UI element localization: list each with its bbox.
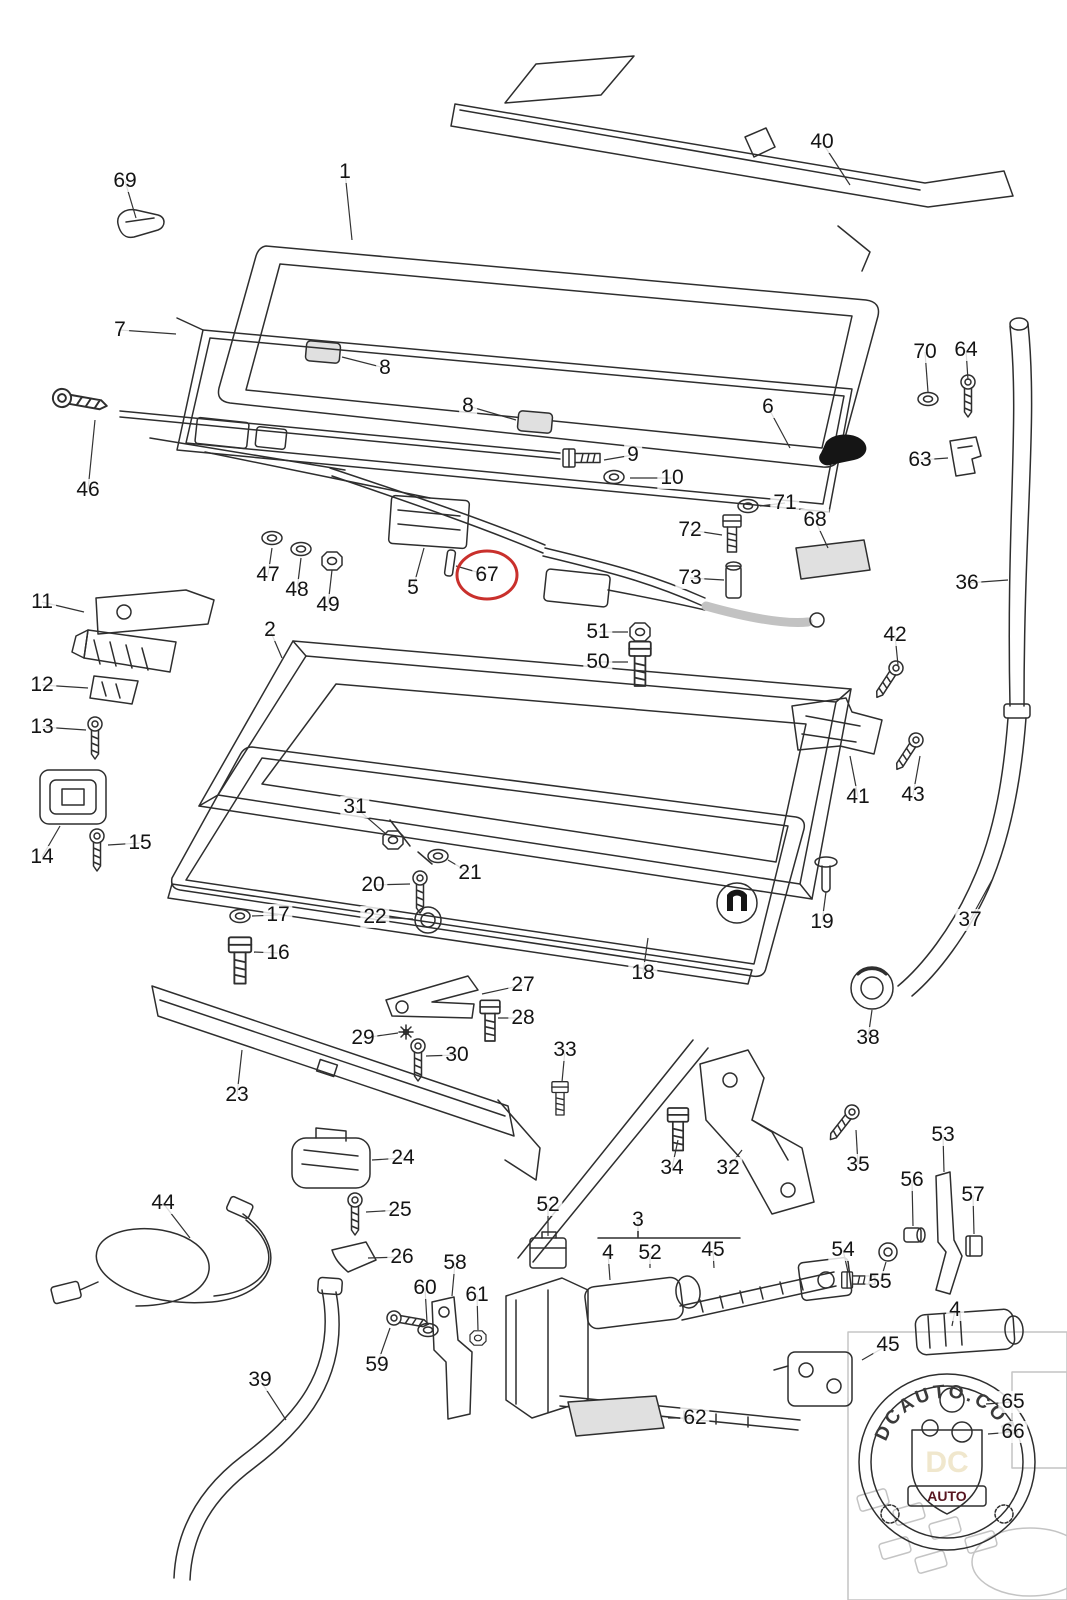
watermark-photo bbox=[847, 1331, 1067, 1600]
part-callout-43: 43 bbox=[898, 783, 928, 807]
part-callout-21: 21 bbox=[455, 861, 485, 885]
part-callout-15: 15 bbox=[125, 831, 155, 855]
part-callout-35: 35 bbox=[843, 1153, 873, 1177]
part-callout-44: 44 bbox=[148, 1191, 178, 1215]
part-callout-17: 17 bbox=[263, 903, 293, 927]
part-callout-24: 24 bbox=[388, 1146, 418, 1170]
part-callout-12: 12 bbox=[27, 673, 57, 697]
part-callout-63: 63 bbox=[905, 448, 935, 472]
part-callout-40: 40 bbox=[807, 130, 837, 154]
part-callout-27: 27 bbox=[508, 973, 538, 997]
part-callout-41: 41 bbox=[843, 785, 873, 809]
part-callout-9: 9 bbox=[624, 443, 642, 467]
part-callout-68: 68 bbox=[800, 508, 830, 532]
part-callout-33: 33 bbox=[550, 1038, 580, 1062]
highlight-circle-67 bbox=[455, 549, 519, 601]
part-callout-28: 28 bbox=[508, 1006, 538, 1030]
part-callout-71: 71 bbox=[770, 491, 800, 515]
part-callout-23: 23 bbox=[222, 1083, 252, 1107]
part-callout-25: 25 bbox=[385, 1198, 415, 1222]
shield-banner: AUTO bbox=[927, 1488, 967, 1504]
leader-line-46 bbox=[87, 419, 96, 491]
part-callout-58: 58 bbox=[440, 1251, 470, 1275]
part-callout-22: 22 bbox=[360, 905, 390, 929]
part-callout-29: 29 bbox=[348, 1026, 378, 1050]
part-callout-38: 38 bbox=[853, 1026, 883, 1050]
part-callout-55: 55 bbox=[865, 1270, 895, 1294]
part-callout-62: 62 bbox=[680, 1406, 710, 1430]
shield-monogram: DC bbox=[925, 1446, 968, 1479]
part-callout-4: 4 bbox=[946, 1298, 964, 1322]
part-callout-49: 49 bbox=[313, 593, 343, 617]
part-callout-31: 31 bbox=[340, 795, 370, 819]
part-callout-30: 30 bbox=[442, 1043, 472, 1067]
part-callout-69: 69 bbox=[110, 169, 140, 193]
part-callout-52: 52 bbox=[533, 1193, 563, 1217]
part-callout-50: 50 bbox=[583, 650, 613, 674]
part-callout-42: 42 bbox=[880, 623, 910, 647]
part-callout-37: 37 bbox=[955, 908, 985, 932]
part-callout-72: 72 bbox=[675, 518, 705, 542]
leader-line-7 bbox=[119, 329, 177, 335]
part-callout-34: 34 bbox=[657, 1156, 687, 1180]
part-callout-19: 19 bbox=[807, 910, 837, 934]
part-callout-1: 1 bbox=[336, 160, 354, 184]
part-callout-66: 66 bbox=[998, 1420, 1028, 1444]
part-callout-60: 60 bbox=[410, 1276, 440, 1300]
part-callout-59: 59 bbox=[362, 1353, 392, 1377]
part-callout-53: 53 bbox=[928, 1123, 958, 1147]
part-callout-13: 13 bbox=[27, 715, 57, 739]
part-callout-73: 73 bbox=[675, 566, 705, 590]
part-callout-18: 18 bbox=[628, 961, 658, 985]
leader-line-1 bbox=[344, 171, 353, 241]
part-callout-39: 39 bbox=[245, 1368, 275, 1392]
part-callout-2: 2 bbox=[261, 618, 279, 642]
part-callout-10: 10 bbox=[657, 466, 687, 490]
part-callout-7: 7 bbox=[111, 318, 129, 342]
part-callout-65: 65 bbox=[998, 1390, 1028, 1414]
part-callout-54: 54 bbox=[828, 1238, 858, 1262]
part-callout-5: 5 bbox=[404, 576, 422, 600]
part-callout-20: 20 bbox=[358, 873, 388, 897]
part-callout-56: 56 bbox=[897, 1168, 927, 1192]
part-callout-48: 48 bbox=[282, 578, 312, 602]
part-callout-26: 26 bbox=[387, 1245, 417, 1269]
part-callout-8: 8 bbox=[459, 394, 477, 418]
part-callout-8: 8 bbox=[376, 356, 394, 380]
part-callout-51: 51 bbox=[583, 620, 613, 644]
part-callout-45: 45 bbox=[873, 1333, 903, 1357]
part-callout-61: 61 bbox=[462, 1283, 492, 1307]
part-callout-11: 11 bbox=[28, 590, 56, 614]
part-callout-64: 64 bbox=[951, 338, 981, 362]
part-callout-67: 67 bbox=[472, 563, 502, 587]
part-callout-14: 14 bbox=[27, 845, 57, 869]
part-callout-70: 70 bbox=[910, 340, 940, 364]
part-callout-16: 16 bbox=[263, 941, 293, 965]
part-callout-52: 52 bbox=[635, 1241, 665, 1265]
part-callout-45: 45 bbox=[698, 1238, 728, 1262]
part-callout-4: 4 bbox=[599, 1241, 617, 1265]
shield-icon bbox=[911, 1429, 983, 1515]
part-callout-3: 3 bbox=[629, 1208, 647, 1232]
part-callout-46: 46 bbox=[73, 478, 103, 502]
part-callout-47: 47 bbox=[253, 563, 283, 587]
part-callout-32: 32 bbox=[713, 1156, 743, 1180]
part-callout-6: 6 bbox=[759, 395, 777, 419]
part-callout-57: 57 bbox=[958, 1183, 988, 1207]
part-callout-36: 36 bbox=[952, 571, 982, 595]
